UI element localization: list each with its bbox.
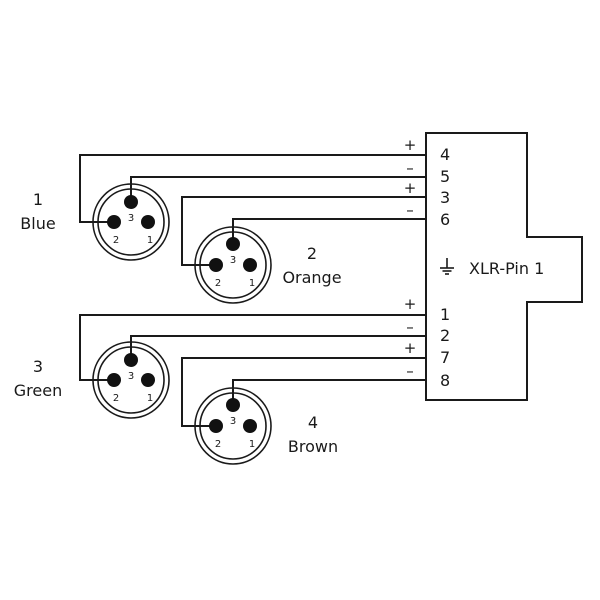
pin-1-label: 1 — [147, 393, 153, 404]
connector-inner-ring — [97, 188, 165, 256]
sign-pin-6: – — [406, 201, 414, 219]
main-pin-4: 4 — [440, 145, 450, 164]
connector-outer-ring — [194, 387, 272, 465]
main-pin-5: 5 — [440, 167, 450, 186]
xlr-connector-3: 3 2 1 — [92, 341, 170, 419]
pin-numbers: 4 5 3 6 1 2 7 8 — [440, 145, 450, 390]
pin-3-label: 3 — [230, 255, 236, 266]
pin-3 — [226, 237, 240, 251]
pin-2-label: 2 — [113, 235, 119, 246]
pin-2 — [209, 258, 223, 272]
connector-2-number: 2 — [307, 244, 317, 263]
sign-pin-8: – — [406, 362, 414, 380]
pin-3 — [226, 398, 240, 412]
main-pin-2: 2 — [440, 326, 450, 345]
pin-1-label: 1 — [147, 235, 153, 246]
wire-c2-minus — [232, 218, 426, 244]
connector-3-number: 3 — [33, 357, 43, 376]
connector-outer-ring — [194, 226, 272, 304]
pin-signs: + – + – + – + – — [404, 136, 417, 380]
sign-pin-4: + — [404, 136, 417, 154]
connector-1-number: 1 — [33, 190, 43, 209]
pin-1-label: 1 — [249, 439, 255, 450]
pin-2-label: 2 — [215, 278, 221, 289]
pin-2 — [209, 419, 223, 433]
sign-pin-3: + — [404, 179, 417, 197]
pin-2 — [107, 373, 121, 387]
pin-3 — [124, 195, 138, 209]
pin-2-label: 2 — [215, 439, 221, 450]
ground-icon — [440, 258, 454, 275]
connector-2-color: Orange — [282, 268, 341, 287]
pin-1 — [243, 419, 257, 433]
wires — [79, 154, 426, 427]
main-pin-8: 8 — [440, 371, 450, 390]
connector-inner-ring — [97, 346, 165, 414]
pin-1-label: 1 — [249, 278, 255, 289]
connector-4-color: Brown — [288, 437, 338, 456]
connector-outer-ring — [92, 341, 170, 419]
connector-inner-ring — [199, 231, 267, 299]
xlr-connector-1: 3 2 1 — [92, 183, 170, 261]
pin-1 — [141, 373, 155, 387]
connector-inner-ring — [199, 392, 267, 460]
pin-2-label: 2 — [113, 393, 119, 404]
pin-3-label: 3 — [128, 213, 134, 224]
pin-1 — [243, 258, 257, 272]
pin-3-label: 3 — [128, 371, 134, 382]
main-pin-6: 6 — [440, 210, 450, 229]
sign-pin-7: + — [404, 339, 417, 357]
pin-3 — [124, 353, 138, 367]
connector-1-color: Blue — [20, 214, 55, 233]
wire-c3-minus — [130, 335, 426, 360]
wire-c4-plus — [181, 357, 426, 427]
connector-4-number: 4 — [308, 413, 318, 432]
wire-c4-minus — [232, 379, 426, 405]
xlr-pin-1-label: XLR-Pin 1 — [469, 259, 544, 278]
wire-c3-plus — [79, 314, 426, 381]
wire-c1-minus — [130, 176, 426, 202]
xlr-connector-4: 3 2 1 — [194, 387, 272, 465]
main-connector-body — [425, 132, 583, 401]
sign-pin-2: – — [406, 318, 414, 336]
connector-outer-ring — [92, 183, 170, 261]
wire-c1-plus — [79, 154, 426, 223]
wire-c2-plus — [181, 196, 426, 266]
main-pin-3: 3 — [440, 188, 450, 207]
pin-1 — [141, 215, 155, 229]
pin-2 — [107, 215, 121, 229]
main-pin-1: 1 — [440, 305, 450, 324]
connector-3-color: Green — [14, 381, 62, 400]
sign-pin-1: + — [404, 295, 417, 313]
pin-3-label: 3 — [230, 416, 236, 427]
xlr-connector-2: 3 2 1 — [194, 226, 272, 304]
main-pin-7: 7 — [440, 348, 450, 367]
sign-pin-5: – — [406, 159, 414, 177]
